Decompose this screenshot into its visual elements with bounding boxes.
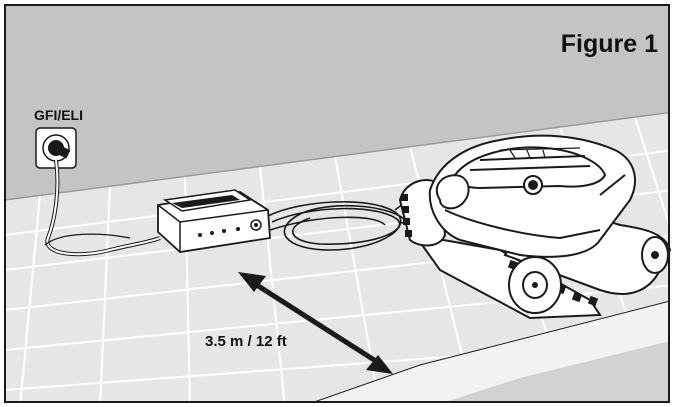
double-arrow-icon [238,272,393,374]
pool-robot-icon [398,134,672,320]
wall-floor-edge [5,111,669,201]
figure-frame [4,4,670,403]
outlet-label: GFI/ELI [34,107,83,123]
power-supply-icon [157,189,271,253]
pool-water [445,341,669,402]
figure-title: Figure 1 [560,30,658,58]
distance-label: 3.5 m / 12 ft [205,333,287,350]
outlet-icon [35,127,77,169]
